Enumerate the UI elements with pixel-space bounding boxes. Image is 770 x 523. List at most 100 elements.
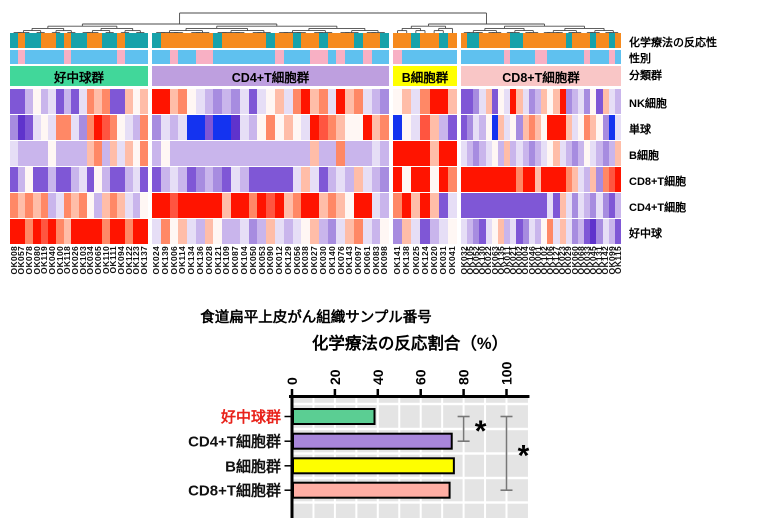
heatmap-cell (534, 167, 542, 192)
heatmap-cell (522, 167, 529, 192)
heatmap-cell (152, 89, 161, 114)
group-label: 好中球群 (10, 66, 148, 86)
heatmap-cell (56, 219, 64, 244)
heatmap-cell (109, 141, 118, 166)
heatmap-cell (248, 219, 258, 244)
heatmap-cell (393, 141, 403, 166)
response-cell (125, 33, 133, 48)
heatmap-cell (420, 193, 430, 218)
heatmap-cell (485, 89, 492, 114)
heatmap-cell (274, 141, 284, 166)
sex-cell (438, 50, 448, 64)
heatmap-cell (522, 219, 529, 244)
heatmap-cell (590, 219, 597, 244)
heatmap-cell (485, 115, 492, 140)
response-cell (485, 33, 492, 48)
heatmap-cell (79, 89, 87, 114)
heatmap-row (461, 89, 622, 114)
heatmap-cell (336, 193, 346, 218)
heatmap-cell (109, 89, 118, 114)
heatmap-cell (497, 89, 505, 114)
heatmap-cell (504, 141, 511, 166)
heatmap-cell (195, 89, 205, 114)
heatmap-cell (504, 219, 511, 244)
gridline (292, 402, 528, 406)
heatmap-cell (473, 167, 480, 192)
sex-cell (266, 50, 275, 64)
heatmap-cell (160, 115, 170, 140)
heatmap-cell (283, 193, 293, 218)
response-cell (102, 33, 110, 48)
heatmap-cell (461, 219, 468, 244)
heatmap-cell (204, 141, 214, 166)
heatmap-row (152, 141, 390, 166)
heatmap-cell (178, 167, 188, 192)
heatmap-cell (528, 167, 535, 192)
heatmap-cell (169, 141, 179, 166)
heatmap-cell (429, 115, 439, 140)
response-cell (160, 33, 170, 48)
heatmap-cell (504, 115, 511, 140)
sex-cell (420, 50, 430, 64)
row-label: B細胞 (629, 150, 659, 162)
response-cell (94, 33, 103, 48)
heatmap-cell (571, 219, 578, 244)
heatmap-cell (541, 89, 548, 114)
heatmap-cell (292, 167, 302, 192)
heatmap-cell (473, 193, 480, 218)
heatmap-cell (510, 219, 517, 244)
heatmap-cell (393, 219, 403, 244)
heatmap-cell (461, 167, 468, 192)
heatmap-cell (63, 141, 72, 166)
heatmap-cell (109, 115, 118, 140)
heatmap-cell (402, 193, 412, 218)
heatmap-cell (94, 141, 103, 166)
heatmap-cell (25, 115, 34, 140)
heatmap-cell (420, 167, 430, 192)
row-label: 好中球 (629, 228, 662, 240)
gridline (292, 501, 528, 504)
response-cell (447, 33, 457, 48)
heatmap-cell (231, 193, 240, 218)
heatmap-cell (479, 193, 486, 218)
heatmap-cell (25, 193, 34, 218)
sex-cell (204, 50, 214, 64)
sex-cell (56, 50, 64, 64)
heatmap-cell (461, 89, 468, 114)
heatmap-cell (102, 193, 110, 218)
response-cell (109, 33, 118, 48)
heatmap-cell (577, 89, 585, 114)
category-label: CD8+T細胞群 (188, 482, 281, 500)
heatmap-cell (17, 89, 26, 114)
heatmap-cell (152, 167, 161, 192)
response-cell (516, 33, 523, 48)
heatmap-cell (310, 141, 319, 166)
heatmap-cell (473, 115, 480, 140)
heatmap-cell (590, 193, 597, 218)
heatmap-cell (353, 167, 363, 192)
heatmap-cell (33, 141, 41, 166)
heatmap-row (461, 141, 622, 166)
heatmap-cell (56, 141, 64, 166)
heatmap-cell (461, 141, 468, 166)
heatmap-cell (541, 141, 548, 166)
response-cell (461, 33, 468, 48)
sex-cell (608, 50, 615, 64)
heatmap-cell (510, 89, 517, 114)
heatmap-cell (577, 167, 585, 192)
heatmap-cell (117, 89, 126, 114)
bar (292, 457, 455, 475)
heatmap-row (461, 115, 622, 140)
heatmap-cell (534, 219, 542, 244)
heatmap-cell (79, 115, 87, 140)
heatmap-cell (310, 193, 319, 218)
heatmap-cell (473, 141, 480, 166)
heatmap-cell (528, 219, 535, 244)
heatmap-row (152, 89, 390, 114)
sex-cell (559, 50, 566, 64)
heatmap-row (393, 193, 457, 218)
response-cell (479, 33, 486, 48)
bar (292, 408, 376, 425)
heatmap-cell (301, 167, 311, 192)
heatmap-cell (596, 115, 603, 140)
